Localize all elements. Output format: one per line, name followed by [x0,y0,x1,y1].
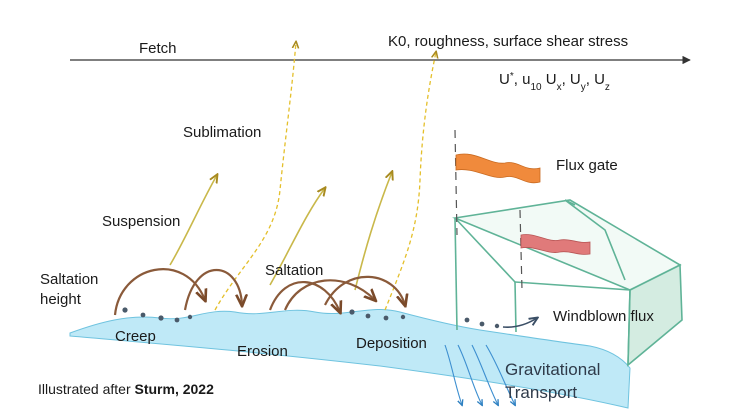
creep-grains [122,307,500,329]
saltation-label: Saltation [265,262,323,279]
saltation-arcs [113,268,405,315]
flag-pole-front [454,129,458,236]
windblown-flux-label: Windblown flux [553,308,654,325]
deposition-label: Deposition [356,335,427,352]
gravitational-transport-line1: Gravitational [505,360,600,379]
snow-surface [69,309,631,409]
k0-label: K0, roughness, surface shear stress [388,33,628,50]
sublimation-label: Sublimation [183,124,261,141]
wind-components-label: U*, u10 Ux, Uy, Uz [499,71,610,93]
flag-icon [455,153,541,184]
arrow-icon [502,318,537,328]
flux-gate-label: Flux gate [556,157,618,174]
creep-label: Creep [115,328,156,345]
saltation-height-label-line2: height [40,291,82,308]
gravitational-arrows [444,344,515,405]
erosion-label: Erosion [237,343,288,360]
fetch-label: Fetch [139,40,177,57]
sublimation-paths [214,42,436,311]
credit-label: Illustrated after Sturm, 2022 [38,381,214,397]
saltation-height-label-line1: Saltation [40,271,98,288]
suspension-label: Suspension [102,213,180,230]
gravitational-transport-line2: Transport [505,383,577,402]
flag-icon [520,234,591,255]
